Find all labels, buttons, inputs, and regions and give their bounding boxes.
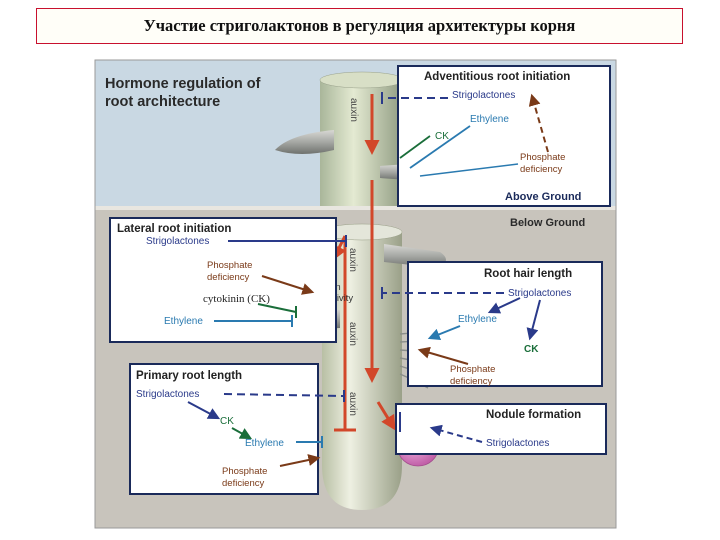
slide-title: Участие стриголактонов в регуляция архит… <box>143 16 576 35</box>
root-hair-ethylene-label: Ethylene <box>458 314 497 325</box>
panel-root-hair-length <box>407 261 603 387</box>
primary-strigolactones-label: Strigolactones <box>136 389 199 400</box>
adventitious-phosphate-line2: deficiency <box>520 164 562 175</box>
root-hair-phosphate-line2: deficiency <box>450 376 492 387</box>
primary-phosphate-arrow <box>279 454 321 467</box>
root-hair-strigolactones-label: Strigolactones <box>508 288 571 299</box>
nodule-strigolactones-label: Strigolactones <box>486 438 549 449</box>
primary-ethylene-label: Ethylene <box>245 438 284 449</box>
auxin-label-2: auxin <box>347 248 358 272</box>
nodule-sl-arrow <box>429 424 483 443</box>
above-ground-label: Above Ground <box>505 191 581 203</box>
panel-lateral-title: Lateral root initiation <box>117 223 231 235</box>
auxin-arrow-nodule <box>376 401 396 431</box>
adventitious-ethylene-label: Ethylene <box>470 114 509 125</box>
adventitious-phosphate-line <box>419 163 519 177</box>
cytokinin-label: cytokinin (CK) <box>203 293 270 305</box>
primary-sl-inhibit-line <box>223 393 345 397</box>
primary-phosphate-line2: deficiency <box>222 478 264 489</box>
auxin-label-4: auxin <box>347 392 358 416</box>
root-hair-phosphate-line1: Phosphate <box>450 364 495 375</box>
root-hair-sl-to-ethylene-arrow <box>487 297 521 314</box>
root-hair-phosphate-arrow <box>417 346 469 365</box>
shoot-stem-top <box>319 71 405 89</box>
slide-title-box: Участие стриголактонов в регуляция архит… <box>36 8 683 44</box>
root-hair-ethylene-arrow <box>427 325 461 341</box>
adventitious-ethylene-inhibit-line <box>409 125 471 169</box>
lateral-phosphate-line1: Phosphate <box>207 260 252 271</box>
diagram-title-line1: Hormone regulation of <box>105 76 261 92</box>
adventitious-strigolactones-label: Strigolactones <box>452 90 515 101</box>
adventitious-phosphate-line1: Phosphate <box>520 152 565 163</box>
auxin-label-3: auxin <box>347 322 358 346</box>
adventitious-root-left <box>275 130 334 154</box>
panel-primary-root-length <box>129 363 319 495</box>
lateral-ethylene-label: Ethylene <box>164 316 203 327</box>
adventitious-ck-inhibit-line <box>399 135 431 159</box>
adventitious-ck-label: CK <box>435 131 449 142</box>
auxin-label-1: auxin <box>348 98 359 122</box>
primary-ck-to-ethylene-arrow <box>231 427 253 440</box>
ground-line <box>95 206 616 210</box>
below-ground-label: Below Ground <box>510 217 585 229</box>
root-hair-sl-to-ck-arrow <box>526 299 541 341</box>
lateral-strigolactones-label: Strigolactones <box>146 236 209 247</box>
lateral-phosphate-line2: deficiency <box>207 272 249 283</box>
lateral-ck-inhibit-line <box>257 303 297 313</box>
root-body <box>322 232 402 510</box>
primary-ck-label: CK <box>220 416 234 427</box>
primary-sl-to-ck-arrow <box>187 401 221 420</box>
panel-adventitious-root-initiation <box>397 65 611 207</box>
panel-nodule-title: Nodule formation <box>486 409 581 421</box>
root-hair-ck-label: CK <box>524 344 539 355</box>
diagram-frame <box>94 59 617 529</box>
panel-root-hair-title: Root hair length <box>484 268 572 280</box>
primary-phosphate-line1: Phosphate <box>222 466 267 477</box>
diagram-title-line2: root architecture <box>105 94 220 110</box>
panel-adventitious-title: Adventitious root initiation <box>424 71 570 83</box>
lateral-phosphate-arrow <box>261 275 315 295</box>
panel-primary-title: Primary root length <box>136 370 242 382</box>
